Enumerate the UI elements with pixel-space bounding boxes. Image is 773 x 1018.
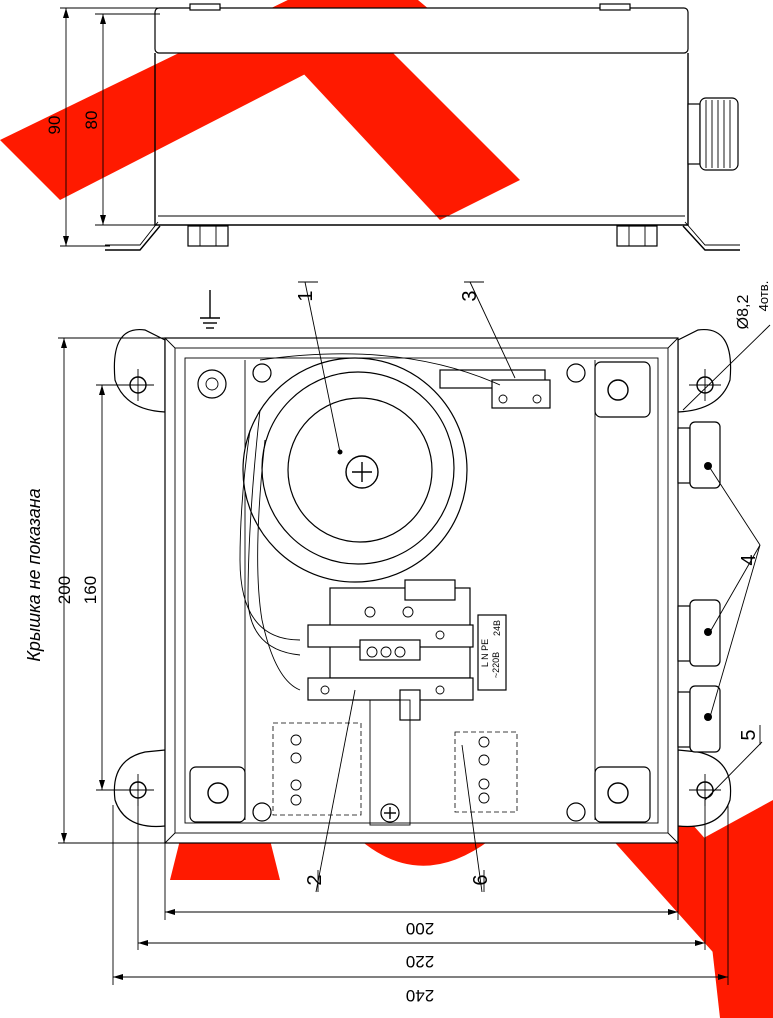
plan-view <box>113 329 732 844</box>
callout-6: 6 <box>470 874 492 885</box>
callout-3: 3 <box>459 290 481 301</box>
optional-block-left <box>272 722 362 816</box>
dim-90: 90 <box>45 116 64 135</box>
din-rail <box>369 699 411 826</box>
hole-diameter-label: Ø8,2 <box>735 295 752 330</box>
dim-200-vertical: 200 <box>55 576 74 604</box>
cable-glands <box>677 421 721 753</box>
side-view <box>60 3 740 251</box>
dim-240: 240 <box>406 986 434 1005</box>
dim-200-horizontal: 200 <box>406 919 434 938</box>
callout-1: 1 <box>295 290 317 301</box>
terminal-label-bottom: ~220В <box>491 652 501 678</box>
optional-block-right <box>454 731 518 813</box>
ground-icon <box>200 290 220 329</box>
callout-5: 5 <box>738 729 760 740</box>
side-cable-gland <box>687 97 739 171</box>
hole-count-label: 4отв. <box>756 281 771 312</box>
terminal-label-plate <box>477 614 507 691</box>
dim-160: 160 <box>81 576 100 604</box>
dim-220: 220 <box>406 952 434 971</box>
dim-80: 80 <box>82 111 101 130</box>
cover-note: Крышка не показана <box>24 488 44 661</box>
transformer <box>239 357 468 691</box>
terminal-label-top: L N PE <box>480 639 490 667</box>
terminal-label-right: 24В <box>492 620 502 636</box>
callout-2: 2 <box>304 874 326 885</box>
side-lid <box>154 7 689 54</box>
callout-4: 4 <box>738 554 760 565</box>
fuse-holder <box>259 353 551 409</box>
terminal-block <box>307 579 474 721</box>
